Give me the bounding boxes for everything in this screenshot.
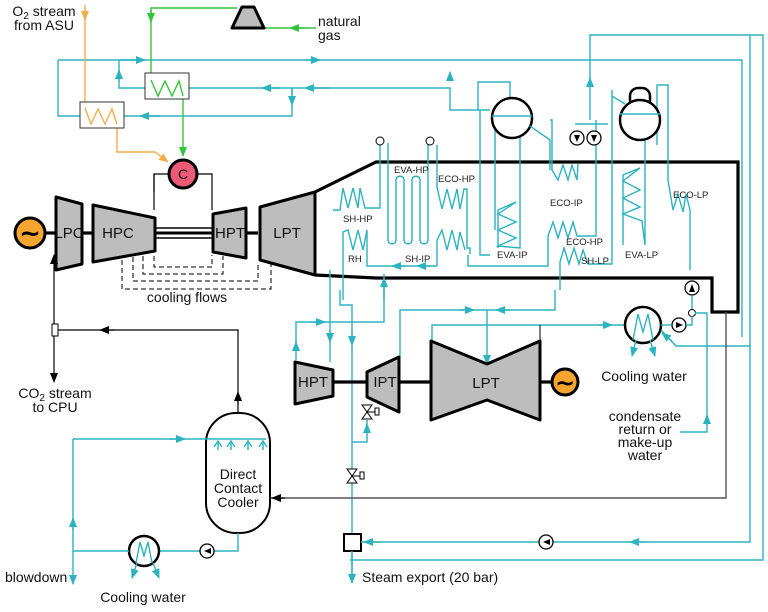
cooling-flows-label: cooling flows (147, 289, 227, 305)
st-hpt (293, 360, 335, 406)
st-hpt-label: HPT (298, 374, 328, 391)
dcc-sprays (73, 435, 268, 450)
st-ipt (365, 355, 401, 414)
gt-hpc (91, 203, 157, 264)
st-generator-symbol: ~ (555, 369, 575, 397)
gt-generator (13, 216, 47, 250)
st-lpt (429, 339, 542, 422)
gt-lpt-label: LPT (273, 225, 301, 242)
label-sh-ip: SH-IP (405, 254, 430, 265)
cooling-water-condenser-label: Cooling water (601, 368, 687, 384)
ip-pumps (569, 123, 608, 146)
condenser (623, 35, 751, 433)
gt-hpt-label: HPT (215, 225, 245, 242)
label-rh: RH (348, 254, 362, 265)
dcc-label: Direct Contact Cooler (214, 466, 262, 510)
svg-text:condensate: condensate (609, 408, 682, 424)
gt-generator-symbol: ~ (19, 219, 41, 249)
fuel-compressor (230, 5, 266, 30)
svg-text:CO2 stream: CO2 stream (18, 385, 91, 404)
label-eco-lp: ECO-LP (673, 190, 708, 201)
lp-drum (611, 86, 662, 142)
svg-text:Direct: Direct (220, 466, 257, 482)
st-generator (550, 367, 580, 397)
st-ipt-label: IPT (373, 374, 396, 391)
cooling-flows (121, 255, 272, 290)
label-sh-hp: SH-HP (343, 214, 373, 225)
svg-text:water: water (627, 447, 663, 463)
svg-text:natural: natural (318, 13, 361, 29)
label-eco-hp-2: ECO-HP (566, 237, 603, 248)
svg-text:to CPU: to CPU (32, 399, 77, 415)
svg-text:make-up: make-up (618, 434, 673, 450)
svg-text:gas: gas (318, 27, 341, 43)
svg-text:return or: return or (619, 421, 672, 437)
svg-text:Cooler: Cooler (217, 494, 259, 510)
label-eva-ip: EVA-IP (497, 250, 527, 261)
label-sh-lp: SH-LP (581, 256, 609, 267)
gt-hpt (211, 206, 248, 260)
label-eco-ip: ECO-IP (550, 198, 583, 209)
dcc-water-loop (69, 439, 239, 585)
hp-drum (477, 81, 551, 170)
o2-stream-label: O2 stream from ASU (12, 3, 75, 33)
oxygen-preheater (79, 101, 125, 129)
hrsg-labels: SH-HP RH EVA-HP ECO-HP SH-IP EVA-IP ECO-… (343, 165, 708, 267)
natural-gas-label: natural gas (318, 13, 361, 43)
fuel-preheater (144, 72, 190, 100)
gt-hpc-label: HPC (102, 225, 134, 242)
co2-label: CO2 stream to CPU (18, 385, 91, 415)
svg-text:from ASU: from ASU (14, 17, 74, 33)
gt-lpc (54, 195, 84, 272)
condensate-label: condensate return or make-up water (609, 408, 682, 463)
steam-export-label: Steam export (20 bar) (362, 569, 498, 585)
steam-export (343, 346, 751, 584)
blowdown-label: blowdown (5, 569, 67, 585)
label-eva-lp: EVA-LP (625, 250, 658, 261)
valves (346, 404, 380, 484)
preheater-water-loops (57, 34, 764, 561)
label-eco-hp-1: ECO-HP (438, 174, 475, 185)
cooling-water-dcc-label: Cooling water (100, 589, 186, 605)
svg-text:Contact: Contact (214, 480, 262, 496)
hrsg-coils (333, 84, 691, 300)
gt-lpc-label: LPC (54, 225, 83, 242)
label-eva-hp: EVA-HP (394, 165, 429, 176)
st-lpt-label: LPT (472, 375, 500, 392)
combustor (167, 158, 199, 190)
svg-text:O2 stream: O2 stream (12, 3, 75, 22)
lp-feed-pump (684, 280, 700, 317)
co2-line (50, 254, 242, 412)
combustor-label: C (178, 166, 188, 182)
hrsg-duct (314, 160, 740, 314)
